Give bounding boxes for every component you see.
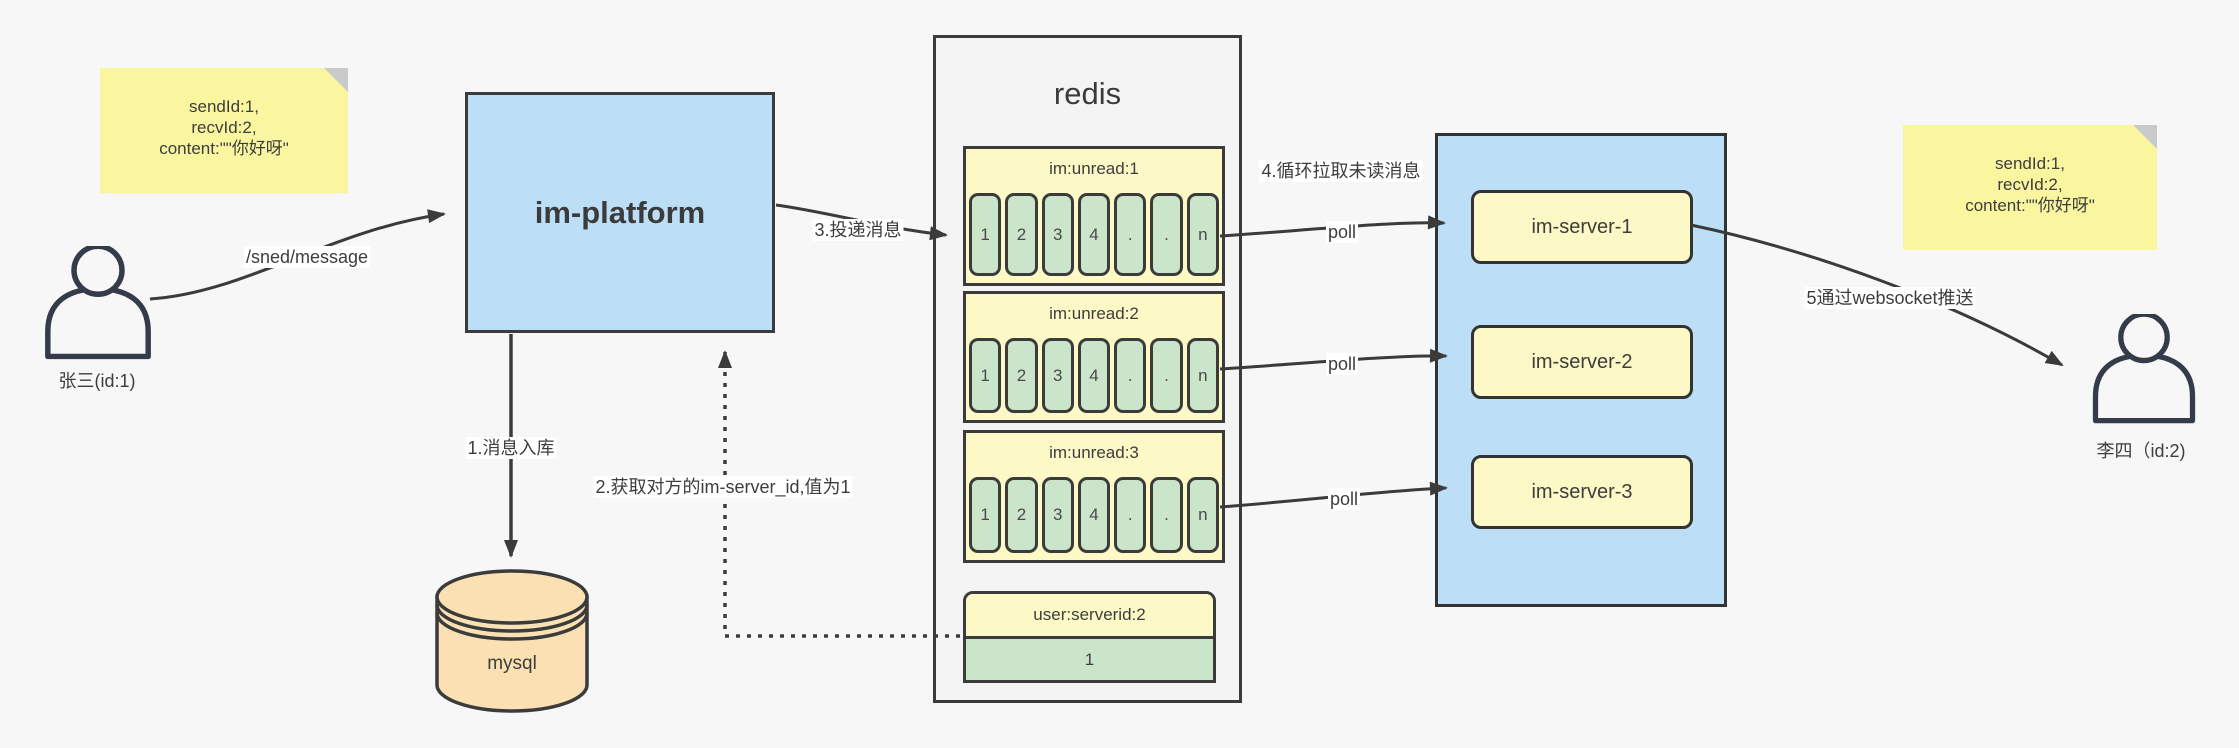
sender-label: 张三(id:1) xyxy=(58,371,136,391)
kv-value: 1 xyxy=(1084,649,1095,669)
note-line: sendId:1, xyxy=(189,97,259,116)
queue-cell: . xyxy=(1114,338,1147,413)
queue-cell: . xyxy=(1150,193,1183,276)
queue-cell: . xyxy=(1150,338,1183,413)
edge-label-poll-1: poll xyxy=(1325,221,1359,243)
note-fold-icon xyxy=(324,68,348,92)
note-fold-icon xyxy=(2133,125,2157,149)
edge-label-poll-2: poll xyxy=(1325,353,1359,375)
sticky-note-message-left: sendId:1, recvId:2, content:""你好呀" xyxy=(100,68,348,193)
kv-key: user:serverid:2 xyxy=(966,594,1213,639)
queue-cell: 2 xyxy=(1005,338,1038,413)
queue-cell: 3 xyxy=(1041,193,1074,276)
edge-label-step2: 2.获取对方的im-server_id,值为1 xyxy=(593,476,853,498)
queue-cell: 2 xyxy=(1005,477,1038,553)
queue-cell: 3 xyxy=(1041,338,1074,413)
queue-cell: 4 xyxy=(1077,477,1111,553)
queue-cell: 4 xyxy=(1077,193,1111,276)
edge-label-step1: 1.消息入库 xyxy=(465,437,557,459)
mysql-cylinder-icon xyxy=(433,566,591,723)
im-platform-box: im-platform xyxy=(465,92,775,333)
kv-user-serverid: user:serverid:2 1 xyxy=(963,591,1216,683)
queue-cell: 2 xyxy=(1005,193,1038,276)
queue-cell: 1 xyxy=(969,338,1002,413)
sticky-note-message-right: sendId:1, recvId:2, content:""你好呀" xyxy=(1903,125,2157,250)
queue-header: im:unread:1 xyxy=(1049,159,1139,178)
edge-label-step4: 4.循环拉取未读消息 xyxy=(1259,160,1423,182)
im-server-2-label: im-server-2 xyxy=(1531,350,1633,373)
note-line: recvId:2, xyxy=(1997,175,2063,194)
queue-cell: . xyxy=(1114,477,1147,553)
im-server-3-box: im-server-3 xyxy=(1471,455,1693,529)
queue-cell: n xyxy=(1186,477,1219,553)
note-line: content:""你好呀" xyxy=(1965,196,2095,215)
edge-label-poll-3: poll xyxy=(1327,488,1361,510)
sender-user-icon xyxy=(38,243,158,365)
im-server-1-box: im-server-1 xyxy=(1471,190,1693,264)
queue-cell: 1 xyxy=(969,193,1002,276)
note-line: content:""你好呀" xyxy=(159,139,289,158)
im-platform-label: im-platform xyxy=(534,194,706,230)
queue-im-unread-1: im:unread:1 1 2 3 4 . . n xyxy=(963,146,1225,286)
queue-cell: n xyxy=(1186,193,1219,276)
edge-label-step5: 5通过websocket推送 xyxy=(1804,287,1976,309)
note-line: sendId:1, xyxy=(1995,154,2065,173)
redis-container: redis im:unread:1 1 2 3 4 . . n im:unrea… xyxy=(933,35,1242,703)
redis-title: redis xyxy=(1053,76,1122,111)
queue-im-unread-3: im:unread:3 1 2 3 4 . . n xyxy=(963,430,1225,563)
queue-header: im:unread:2 xyxy=(1049,304,1139,323)
im-server-2-box: im-server-2 xyxy=(1471,325,1693,399)
queue-cell: 4 xyxy=(1077,338,1111,413)
edge-label-send: /sned/message xyxy=(243,246,371,268)
im-server-3-label: im-server-3 xyxy=(1531,480,1633,503)
queue-header: im:unread:3 xyxy=(1049,443,1139,462)
im-server-cluster: im-server-1 im-server-2 im-server-3 xyxy=(1435,133,1727,607)
queue-im-unread-2: im:unread:2 1 2 3 4 . . n xyxy=(963,291,1225,423)
mysql-label: mysql xyxy=(487,653,537,674)
note-line: recvId:2, xyxy=(191,118,257,137)
queue-cell: 1 xyxy=(969,477,1002,553)
queue-cell: 3 xyxy=(1041,477,1074,553)
im-server-1-label: im-server-1 xyxy=(1531,215,1633,238)
queue-cells: 1 2 3 4 . . n xyxy=(969,338,1219,413)
queue-cell: . xyxy=(1114,193,1147,276)
receiver-label: 李四（id:2) xyxy=(2096,441,2186,461)
receiver-user-icon xyxy=(2086,311,2202,429)
queue-cells: 1 2 3 4 . . n xyxy=(969,477,1219,553)
queue-cells: 1 2 3 4 . . n xyxy=(969,193,1219,276)
edge-label-step3: 3.投递消息 xyxy=(812,219,904,241)
queue-cell: n xyxy=(1186,338,1219,413)
queue-cell: . xyxy=(1150,477,1183,553)
